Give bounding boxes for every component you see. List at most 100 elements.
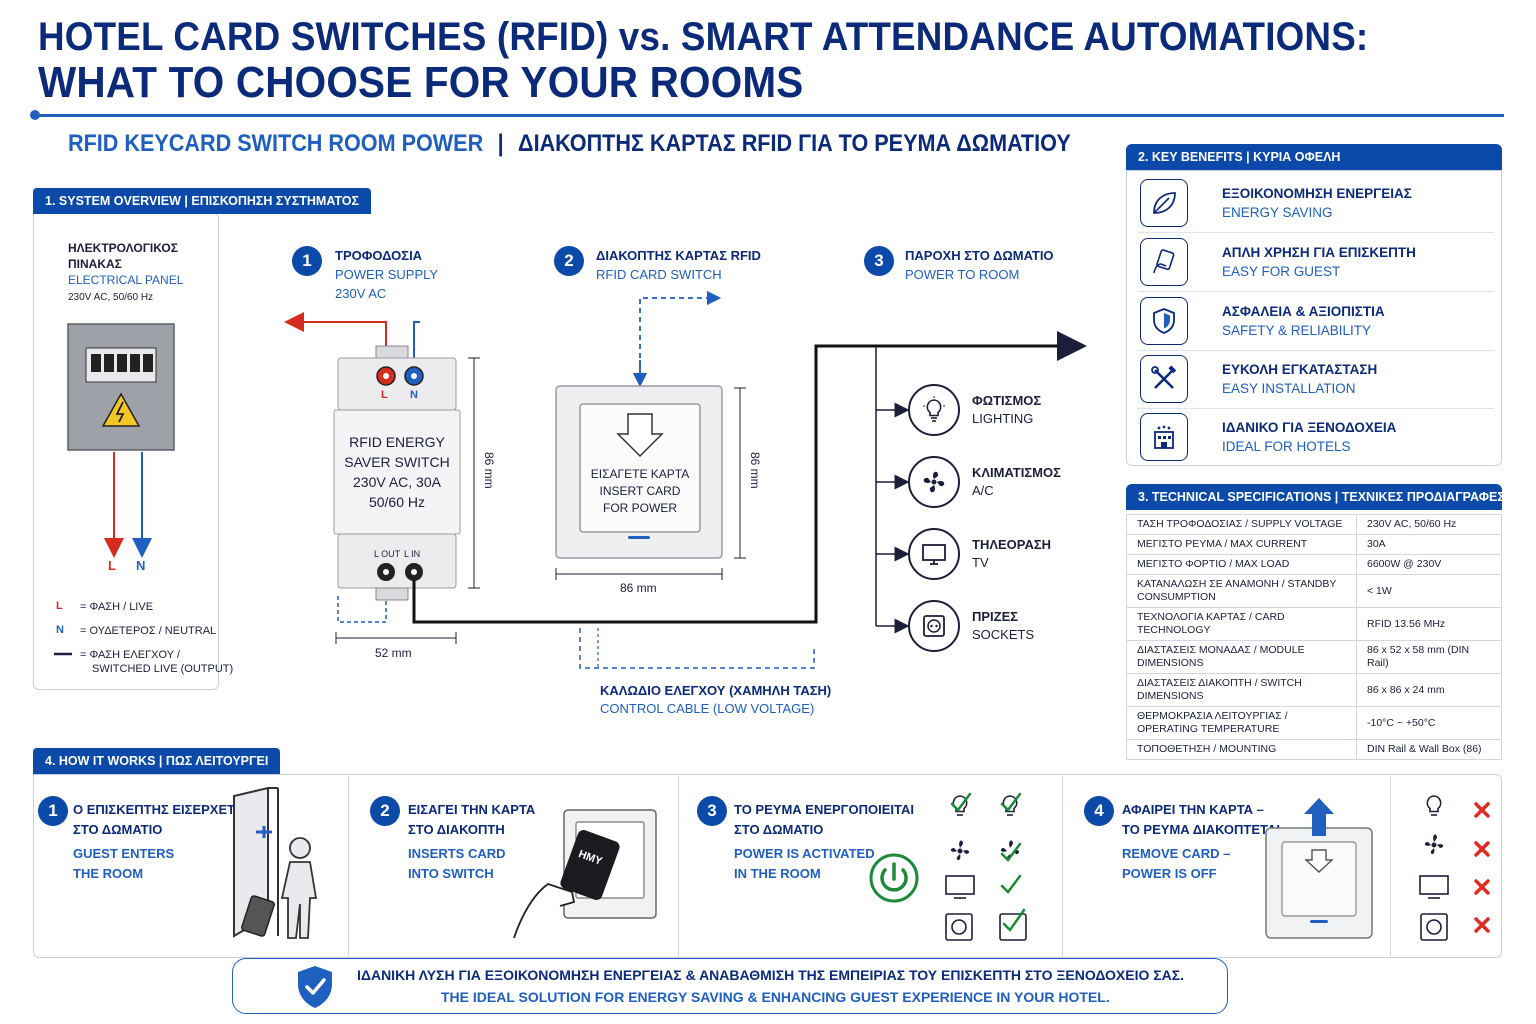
spec-value: -10°C ~ +50°C xyxy=(1356,706,1502,740)
load-ac-el: ΚΛΙΜΑΤΙΣΜΟΣ xyxy=(972,465,1061,480)
step-2-el: ΔΙΑΚΟΠΤΗΣ ΚΑΡΤΑΣ RFID xyxy=(596,248,761,263)
system-overview-tab: 1. SYSTEM OVERVIEW | ΕΠΙΣΚΟΠΗΣΗ ΣΥΣΤΗΜΑΤ… xyxy=(33,188,371,214)
tech-specs-tab: 3. TECHNICAL SPECIFICATIONS | ΤΕΧΝΙΚΕΣ Π… xyxy=(1126,484,1505,510)
shield-check-icon xyxy=(298,966,332,1008)
legend-text-switched-2: SWITCHED LIVE (OUTPUT) xyxy=(92,663,234,675)
how-divider xyxy=(348,776,349,956)
module-line1: RFID ENERGY xyxy=(349,434,445,450)
footer-en: THE IDEAL SOLUTION FOR ENERGY SAVING & E… xyxy=(441,989,1110,1005)
hand-card-icon xyxy=(1140,238,1188,286)
benefit-divider xyxy=(1138,408,1494,409)
step-2-label: ΔΙΑΚΟΠΤΗΣ ΚΑΡΤΑΣ RFID RFID CARD SWITCH xyxy=(596,246,761,284)
benefit-installation: ΕΥΚΟΛΗ ΕΓΚΑΤΑΣΤΑΣΗ EASY INSTALLATION xyxy=(1140,350,1494,408)
step-1-label: ΤΡΟΦΟΔΟΣΙΑ POWER SUPPLY 230V AC xyxy=(335,246,438,303)
spec-value: DIN Rail & Wall Box (86) xyxy=(1356,739,1502,760)
load-tv: ΤΗΛΕΟΡΑΣΗ TV xyxy=(908,528,1051,580)
page-title-line2: WHAT TO CHOOSE FOR YOUR ROOMS xyxy=(38,58,804,108)
panel-spec: 230V AC, 50/60 Hz xyxy=(68,292,154,303)
panel-el-line2: ΠΙΝΑΚΑΣ xyxy=(68,257,122,271)
spec-value: 86 x 86 x 24 mm xyxy=(1356,673,1502,707)
fan-icon xyxy=(908,456,960,508)
devices-off-icon xyxy=(1419,795,1490,941)
socket-icon xyxy=(908,600,960,652)
spec-key: ΜΕΓΙΣΤΟ ΦΟΡΤΙΟ / MAX LOAD xyxy=(1126,554,1357,575)
control-cable-label: ΚΑΛΩΔΙΟ ΕΛΕΓΧΟΥ (ΧΑΜΗΛΗ ΤΑΣΗ) CONTROL CA… xyxy=(600,682,831,718)
spec-key: ΔΙΑΣΤΑΣΕΙΣ ΜΟΝΑΔΑΣ / MODULE DIMENSIONS xyxy=(1126,640,1357,674)
how-4-en1: REMOVE CARD – xyxy=(1122,846,1231,861)
insert-card-icon xyxy=(513,809,657,939)
subtitle-en: RFID KEYCARD SWITCH ROOM POWER xyxy=(68,130,484,157)
step-2-en: RFID CARD SWITCH xyxy=(596,267,722,282)
how-1-en2: THE ROOM xyxy=(73,866,144,881)
spec-value: < 1W xyxy=(1356,574,1502,608)
switch-height-dim: 86 mm xyxy=(748,452,762,489)
hotel-icon xyxy=(1140,413,1188,461)
subtitle-el: ΔΙΑΚΟΠΤΗΣ ΚΑΡΤΑΣ RFID ΓΙΑ ΤΟ ΡΕΥΜΑ ΔΩΜΑΤ… xyxy=(518,130,1071,157)
page-header: HOTEL CARD SWITCHES (RFID) vs. SMART ATT… xyxy=(38,15,1508,108)
load-tv-el: ΤΗΛΕΟΡΑΣΗ xyxy=(972,537,1052,552)
benefit-divider xyxy=(1138,232,1494,233)
how-2-en1: INSERTS CARD xyxy=(408,846,506,861)
electrical-panel-label: ΗΛΕΚΤΡΟΛΟΓΙΚΟΣ ΠΙΝΑΚΑΣ ELECTRICAL PANEL … xyxy=(68,240,183,306)
step-3-el: ΠΑΡΟΧΗ ΣΤΟ ΔΩΜΑΤΙΟ xyxy=(905,248,1054,263)
legend-text-switched: = ΦΑΣΗ ΕΛΕΓΧΟΥ / SWITCHED LIVE (OUTPUT) xyxy=(80,648,233,676)
switch-line2: INSERT CARD xyxy=(599,484,681,498)
benefit-divider xyxy=(1138,291,1494,292)
spec-key: ΤΑΣΗ ΤΡΟΦΟΔΟΣΙΑΣ / SUPPLY VOLTAGE xyxy=(1126,514,1357,535)
how-divider xyxy=(678,776,679,956)
benefit-5-en: IDEAL FOR HOTELS xyxy=(1222,439,1351,454)
step-1-badge: 1 xyxy=(292,246,322,276)
benefit-4-el: ΕΥΚΟΛΗ ΕΓΚΑΤΑΣΤΑΣΗ xyxy=(1222,362,1378,377)
spec-key: ΘΕΡΜΟΚΡΑΣΙΑ ΛΕΙΤΟΥΡΓΙΑΣ / OPERATING TEMP… xyxy=(1126,706,1357,740)
benefit-1-el: ΕΞΟΙΚΟΝΟΜΗΣΗ ΕΝΕΡΓΕΙΑΣ xyxy=(1222,186,1412,201)
step-3-en: POWER TO ROOM xyxy=(905,267,1020,282)
legend-switched: = ΦΑΣΗ ΕΛΕΓΧΟΥ / SWITCHED LIVE (OUTPUT) xyxy=(80,648,233,676)
switch-label: ΕΙΣΑΓΕΤΕ ΚΑΡΤΑ INSERT CARD FOR POWER xyxy=(580,466,700,517)
spec-key: ΜΕΓΙΣΤΟ ΡΕΥΜΑ / MAX CURRENT xyxy=(1126,534,1357,555)
spec-key: ΔΙΑΣΤΑΣΕΙΣ ΔΙΑΚΟΠΤΗ / SWITCH DIMENSIONS xyxy=(1126,673,1357,707)
shield-icon xyxy=(1140,297,1188,345)
switch-line3: FOR POWER xyxy=(603,501,677,515)
step-1-en2: 230V AC xyxy=(335,286,387,301)
tools-icon xyxy=(1140,355,1188,403)
tv-icon xyxy=(908,528,960,580)
legend-text-neutral: = ΟΥΔΕΤΕΡΟΣ / NEUTRAL xyxy=(80,625,217,637)
legend-live: L = ΦΑΣΗ / LIVE xyxy=(56,600,153,614)
load-tv-en: TV xyxy=(972,555,989,570)
spec-row: ΘΕΡΜΟΚΡΑΣΙΑ ΛΕΙΤΟΥΡΓΙΑΣ / OPERATING TEMP… xyxy=(1126,706,1502,740)
load-sockets-el: ΠΡΙΖΕΣ xyxy=(972,609,1019,624)
page-subtitle: RFID KEYCARD SWITCH ROOM POWER | ΔΙΑΚΟΠΤΗΣ… xyxy=(68,130,1071,158)
how-4-el2: ΤΟ ΡΕΥΜΑ ΔΙΑΚΟΠΤΕΤΑΙ xyxy=(1122,822,1281,837)
spec-key: ΤΕΧΝΟΛΟΓΙΑ ΚΑΡΤΑΣ / CARD TECHNOLOGY xyxy=(1126,607,1357,641)
how-1-el1: Ο ΕΠΙΣΚΕΠΤΗΣ ΕΙΣΕΡΧΕΤΑΙ xyxy=(73,802,248,817)
step-1-el: ΤΡΟΦΟΔΟΣΙΑ xyxy=(335,248,423,263)
load-lighting-en: LIGHTING xyxy=(972,411,1034,426)
module-line2: SAVER SWITCH xyxy=(344,454,450,470)
benefit-2-el: ΑΠΛΗ ΧΡΗΣΗ ΓΙΑ ΕΠΙΣΚΕΠΤΗ xyxy=(1222,245,1416,260)
footer-banner: ΙΔΑΝΙΚΗ ΛΥΣΗ ΓΙΑ ΕΞΟΙΚΟΝΟΜΗΣΗ ΕΝΕΡΓΕΙΑΣ … xyxy=(232,958,1228,1014)
how-step-2-text: ΕΙΣΑΓΕΙ ΤΗΝ ΚΑΡΤΑ ΣΤΟ ΔΙΑΚΟΠΤΗ INSERTS C… xyxy=(408,800,535,884)
benefit-5-el: ΙΔΑΝΙΚΟ ΓΙΑ ΞΕΝΟΔΟΧΕΙΑ xyxy=(1222,420,1397,435)
legend-key-neutral: N xyxy=(56,624,64,636)
how-step-1-badge: 1 xyxy=(38,796,68,826)
benefit-4-en: EASY INSTALLATION xyxy=(1222,381,1356,396)
how-step-3-text: ΤΟ ΡΕΥΜΑ ΕΝΕΡΓΟΠΟΙΕΙΤΑΙ ΣΤΟ ΔΩΜΑΤΙΟ POWE… xyxy=(734,800,914,884)
benefit-divider xyxy=(1138,350,1494,351)
module-out-l: L OUT xyxy=(374,549,401,559)
module-line3: 230V AC, 30A xyxy=(353,474,441,490)
step-3-badge: 3 xyxy=(864,246,894,276)
panel-en: ELECTRICAL PANEL xyxy=(68,273,184,287)
switch-width-dim: 86 mm xyxy=(620,581,657,595)
subtitle-separator: | xyxy=(497,130,504,157)
remove-card-icon xyxy=(1265,798,1373,939)
module-height-dim: 86 mm xyxy=(482,452,496,489)
